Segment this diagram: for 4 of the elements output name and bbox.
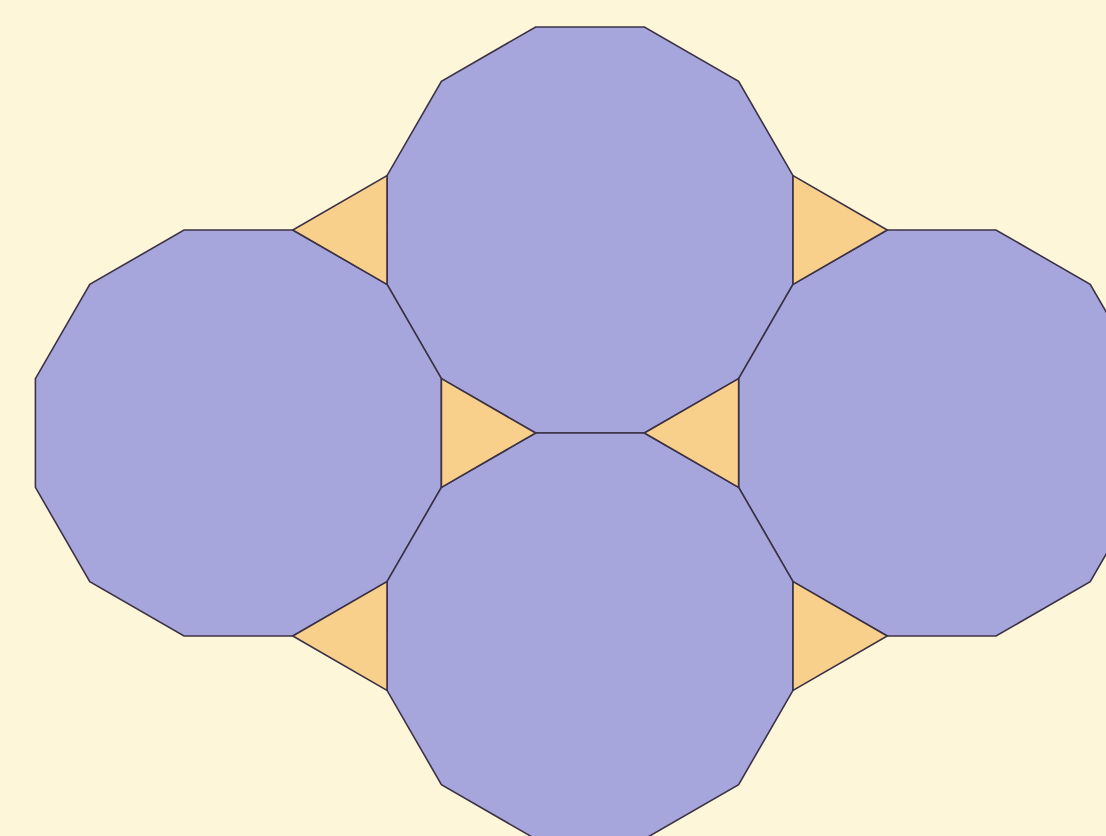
dodecagon xyxy=(386,432,794,836)
dodecagon xyxy=(737,229,1106,637)
dodecagon xyxy=(386,26,794,434)
dodecagon xyxy=(34,229,443,637)
